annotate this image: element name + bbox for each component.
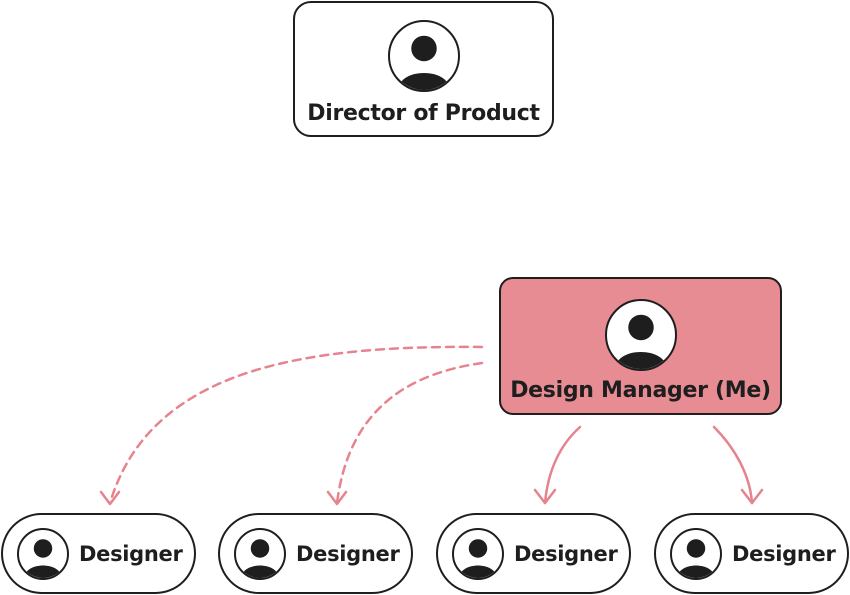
dashed-connector-2 [335,361,484,505]
designer-label: Designer [732,541,836,566]
designer-card-3: Designer [436,513,631,594]
person-icon [234,527,286,580]
dashed-connector-1 [108,345,484,505]
designer-label: Designer [296,541,400,566]
design-manager-card: Design Manager (Me) [499,277,782,415]
person-icon [604,299,677,371]
designer-card-4: Designer [654,513,849,594]
dashed-arrowhead-1 [99,490,121,506]
designer-label: Designer [79,541,183,566]
solid-arrowhead-3 [533,488,557,505]
person-icon [670,527,722,580]
solid-connector-4 [712,425,754,505]
design-manager-label: Design Manager (Me) [510,378,771,403]
designer-label: Designer [514,541,618,566]
solid-arrowhead-4 [740,488,764,505]
designer-card-2: Designer [218,513,413,594]
solid-connector-3 [543,425,582,505]
person-icon [452,527,504,580]
director-label: Director of Product [307,101,540,126]
person-icon [17,527,69,580]
designer-card-1: Designer [1,513,196,594]
director-card: Director of Product [293,1,554,137]
person-icon [387,20,460,92]
dashed-arrowhead-2 [326,490,348,506]
